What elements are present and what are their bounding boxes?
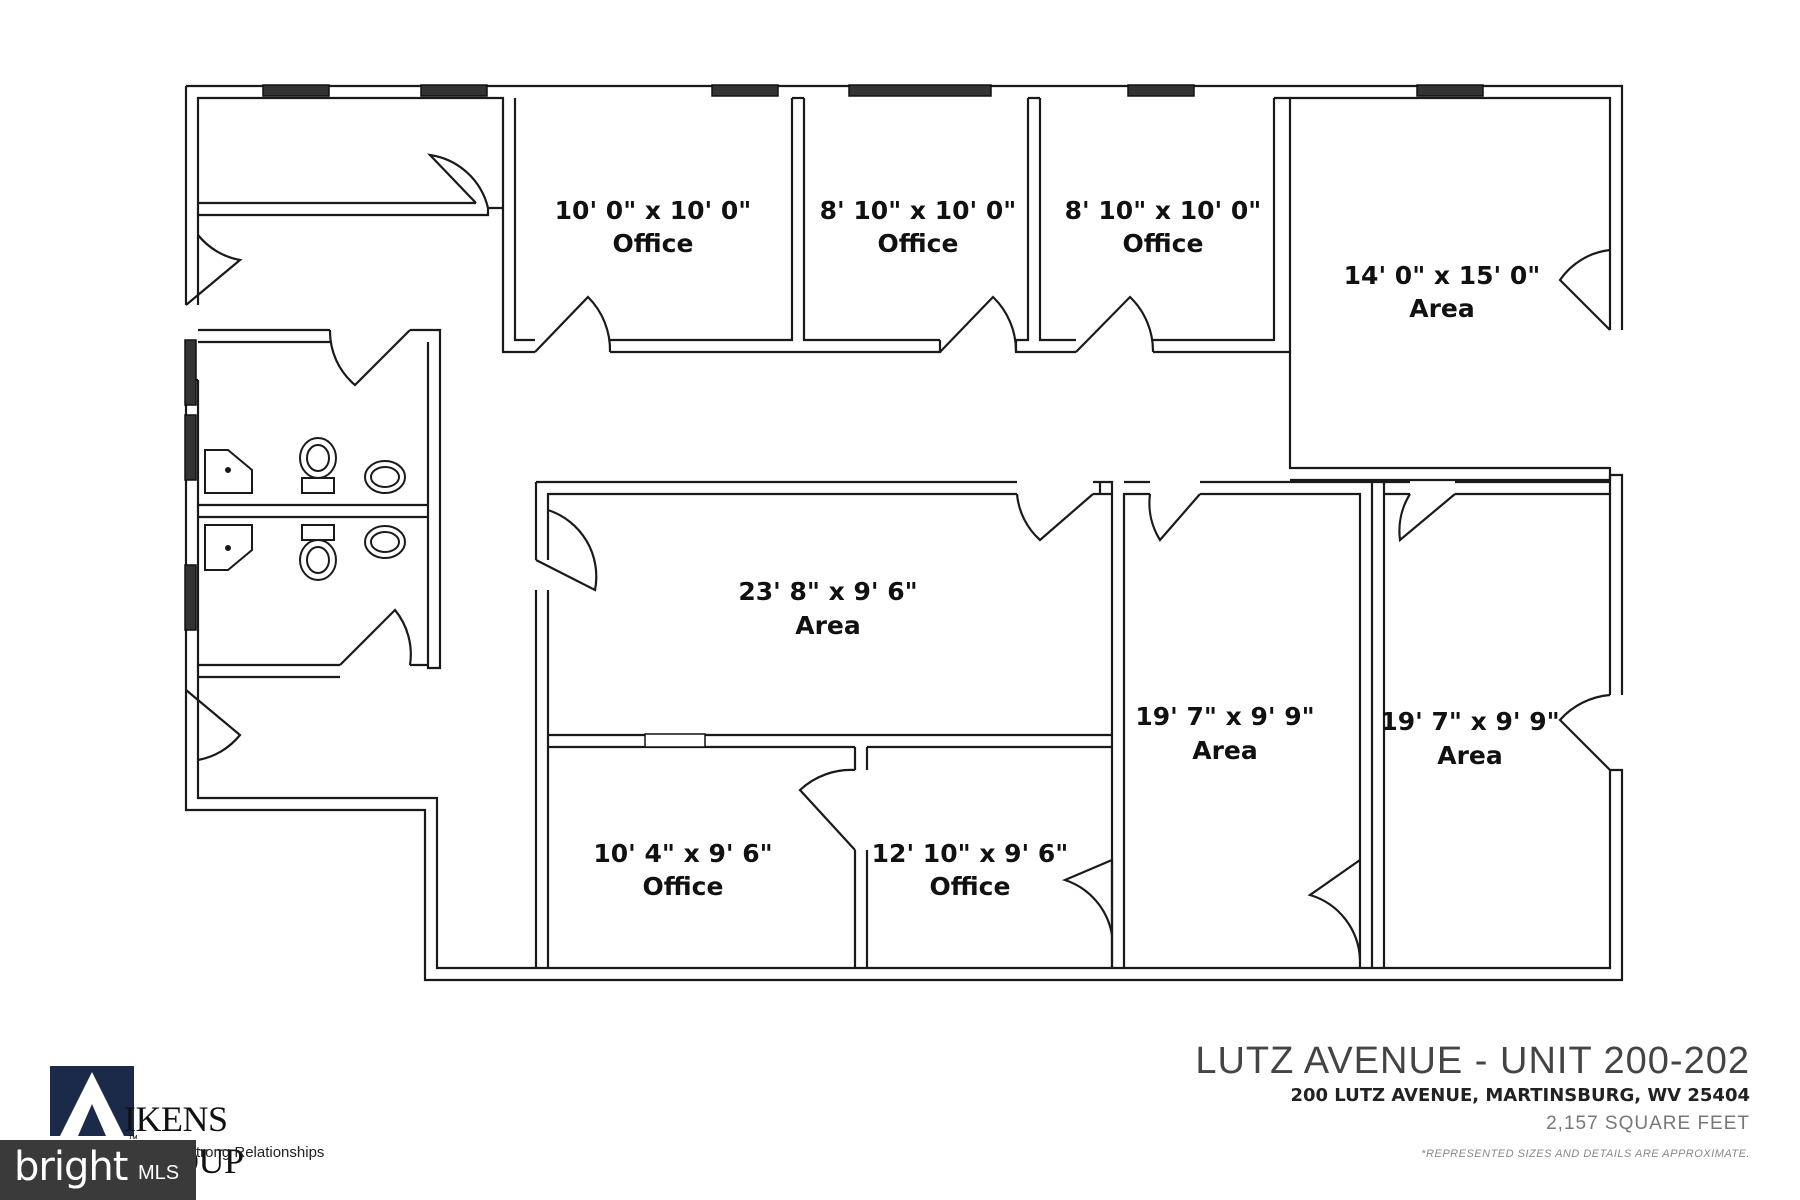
windows <box>184 84 1484 748</box>
room-dimension: 10' 0" x 10' 0" <box>555 196 752 225</box>
room-name: Area <box>795 611 861 640</box>
room-name: Office <box>643 872 724 901</box>
room-dimension: 14' 0" x 15' 0" <box>1344 261 1541 290</box>
top-office-walls <box>501 96 1290 354</box>
room-name: Office <box>878 229 959 258</box>
room-dimension: 23' 8" x 9' 6" <box>738 577 917 606</box>
room-labels: 10' 0" x 10' 0" Office 8' 10" x 10' 0" O… <box>555 196 1560 901</box>
bathroom-fixtures <box>204 437 406 581</box>
title-block: LUTZ AVENUE - UNIT 200-202 200 LUTZ AVEN… <box>1195 1040 1750 1160</box>
bright-mls-watermark: bright MLS <box>0 1140 196 1200</box>
bathroom-walls <box>198 328 442 679</box>
disclaimer: *REPRESENTED SIZES AND DETAILS ARE APPRO… <box>1421 1148 1750 1160</box>
watermark-suffix: MLS <box>138 1162 180 1184</box>
upper-corridor-walls <box>198 201 1612 482</box>
room-name: Office <box>1123 229 1204 258</box>
room-name: Area <box>1409 294 1475 323</box>
property-area: 2,157 SQUARE FEET <box>1546 1113 1750 1134</box>
room-dimension: 12' 10" x 9' 6" <box>872 839 1069 868</box>
logo-trademark: ™ <box>128 1134 138 1145</box>
watermark-brand: bright <box>14 1144 128 1190</box>
outer-walls <box>184 84 1624 982</box>
room-dimension: 19' 7" x 9' 9" <box>1380 707 1559 736</box>
logo-mark-icon <box>50 1066 134 1136</box>
room-dimension: 8' 10" x 10' 0" <box>820 196 1017 225</box>
room-name: Area <box>1192 736 1258 765</box>
property-title: LUTZ AVENUE - UNIT 200-202 <box>1195 1040 1750 1082</box>
room-name: Area <box>1437 741 1503 770</box>
room-name: Office <box>613 229 694 258</box>
doors <box>185 153 1611 961</box>
room-name: Office <box>930 872 1011 901</box>
property-address: 200 LUTZ AVENUE, MARTINSBURG, WV 25404 <box>1290 1085 1750 1106</box>
room-dimension: 8' 10" x 10' 0" <box>1065 196 1262 225</box>
room-dimension: 19' 7" x 9' 9" <box>1135 702 1314 731</box>
logo-tagline: Strong Relationships <box>186 1144 325 1161</box>
room-dimension: 10' 4" x 9' 6" <box>593 839 772 868</box>
